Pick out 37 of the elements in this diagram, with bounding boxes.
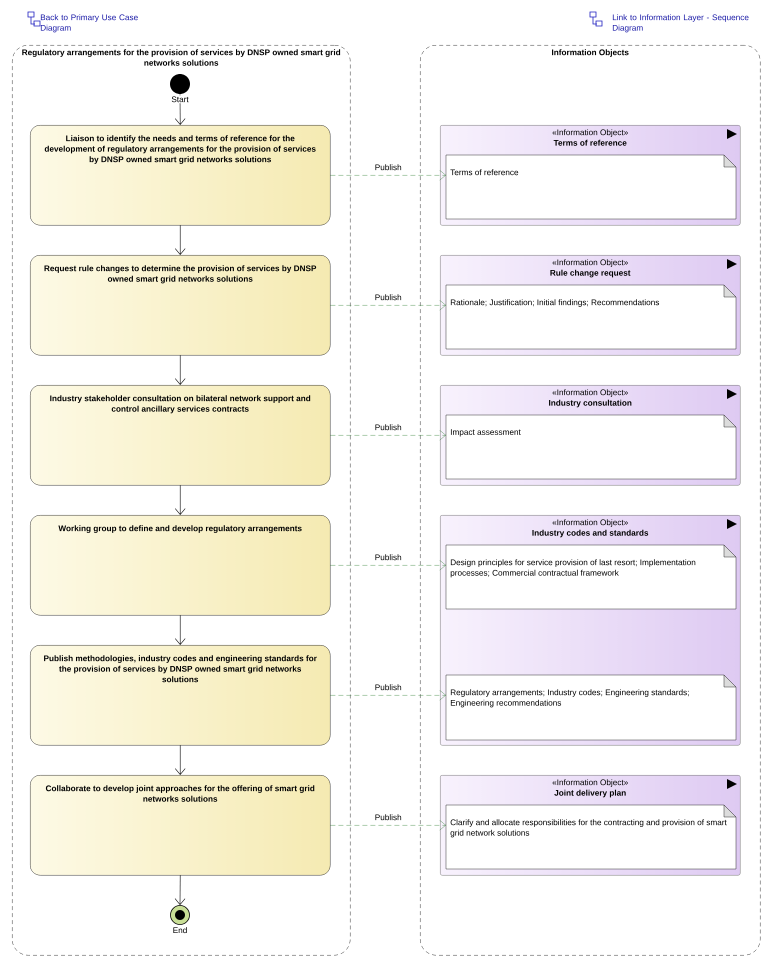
edge-label: Publish	[374, 683, 403, 692]
link-text: Back to Primary Use Case Diagram	[40, 14, 138, 32]
node-caption: End	[172, 926, 188, 934]
action-box: Publish methodologies, industry codes and engineering standards for the provision of services by DNSP owned smart grid networks solutions	[30, 645, 330, 746]
edge-label: Publish	[374, 163, 403, 172]
arrow	[330, 560, 446, 570]
action-box: Liaison to identify the needs and terms of reference for the development of regulatory arrangements for the provision of services by DNSP owned smart grid networks solutions	[30, 125, 330, 226]
arrow	[330, 430, 446, 440]
edge-label: Publish	[374, 553, 403, 562]
action-box: Collaborate to develop joint approaches for the offering of smart grid networks solutions	[30, 775, 330, 876]
arrow	[174, 355, 186, 385]
node-caption: Start	[170, 95, 190, 104]
note-box: Terms of reference	[446, 154, 736, 220]
note-box: Rationale; Justification; Initial findings; Recommendations	[446, 284, 736, 350]
action-box: Request rule changes to determine the provision of services by DNSP owned smart grid networks solutions	[30, 255, 330, 356]
arrow	[174, 94, 186, 125]
note-box: Regulatory arrangements; Industry codes; Engineering standards; Engineering recommendations	[446, 674, 736, 740]
edge-label: Publish	[374, 293, 403, 302]
action-box: Industry stakeholder consultation on bilateral network support and control ancillary services contracts	[30, 385, 330, 486]
note-box: Clarify and allocate responsibilities for the contracting and provision of smart grid network solutions	[446, 804, 736, 870]
edge-label: Publish	[374, 813, 403, 822]
arrow	[174, 615, 186, 645]
action-box: Working group to define and develop regulatory arrangements	[30, 515, 330, 616]
arrow	[174, 225, 186, 255]
start-node	[170, 74, 190, 94]
link-text: Link to Information Layer - Sequence Diagram	[612, 14, 749, 32]
note-box: Impact assessment	[446, 414, 736, 480]
arrow	[174, 745, 186, 775]
edge-label: Publish	[374, 423, 403, 432]
arrow	[330, 170, 446, 180]
arrow	[330, 300, 446, 310]
arrow	[174, 875, 186, 906]
arrow	[174, 485, 186, 515]
note-box: Design principles for service provision of last resort; Implementation processes; Commercial contractual framework	[446, 544, 736, 610]
end-node	[170, 905, 190, 925]
arrow	[330, 690, 446, 700]
arrow	[330, 820, 446, 830]
